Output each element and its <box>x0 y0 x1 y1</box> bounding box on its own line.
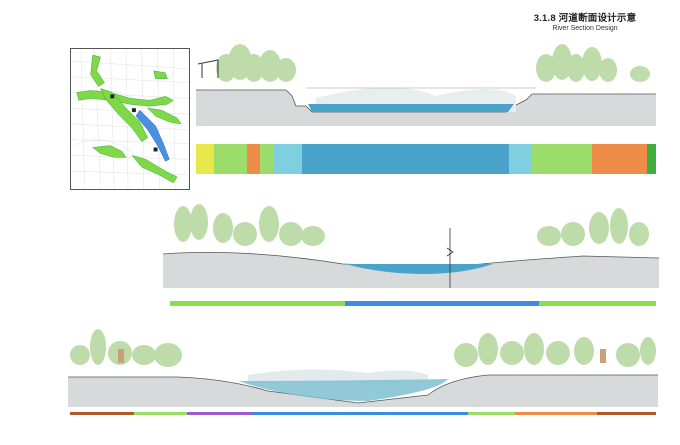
bar-segment <box>170 301 345 306</box>
river-section-1 <box>196 38 656 128</box>
key-map-drawing <box>71 49 189 189</box>
bar-segment <box>301 144 509 174</box>
section-1-drawing <box>196 44 656 126</box>
bar-segment <box>274 144 302 174</box>
bar-segment <box>260 144 275 174</box>
section-3-drawing <box>68 329 658 407</box>
bar-segment <box>196 144 215 174</box>
bar-segment <box>214 144 247 174</box>
bar-segment <box>508 144 532 174</box>
bar-segment <box>187 412 252 415</box>
bar-segment <box>597 412 656 415</box>
legend-bar-section-2 <box>170 301 656 306</box>
bar-segment <box>251 412 469 415</box>
bar-segment <box>515 412 598 415</box>
bar-segment <box>539 301 656 306</box>
page-subtitle: River Section Design <box>552 25 618 32</box>
bar-segment <box>70 412 135 415</box>
bar-segment <box>531 144 592 174</box>
key-map <box>70 48 190 190</box>
bar-segment <box>134 412 188 415</box>
bar-segment <box>344 301 540 306</box>
bar-segment <box>468 412 516 415</box>
bar-segment <box>646 144 656 174</box>
river-section-3 <box>68 325 658 407</box>
river-section-2 <box>163 200 659 292</box>
title-block: 3.1.8 河道断面设计示意 River Section Design <box>520 10 650 32</box>
legend-bar-section-3 <box>70 412 656 415</box>
bar-segment <box>591 144 647 174</box>
section-2-drawing <box>163 204 659 288</box>
legend-bar-section-1 <box>196 144 656 174</box>
bar-segment <box>246 144 261 174</box>
page-title: 3.1.8 河道断面设计示意 <box>533 13 637 24</box>
